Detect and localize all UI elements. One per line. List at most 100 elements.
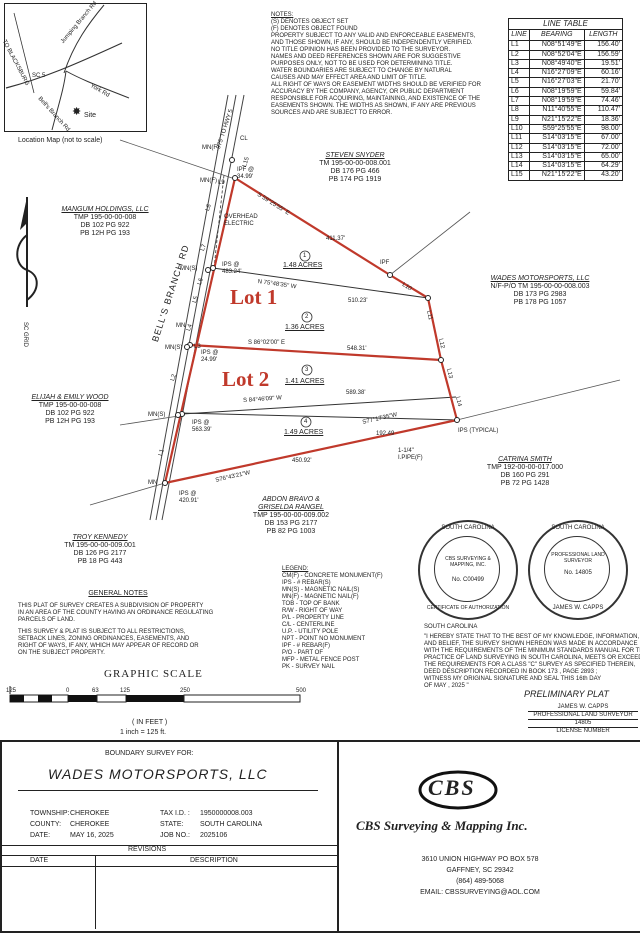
call-bottom-length: 450.92' — [292, 458, 312, 464]
adjoiner-line: PB 12H PG 193 — [80, 230, 130, 237]
graphic-scale-title: GRAPHIC SCALE — [104, 668, 203, 680]
certification: SOUTH CAROLINA "I HEREBY STATE THAT TO T… — [424, 624, 640, 690]
map-road-sc5: SC 5 — [32, 73, 46, 79]
scale-tick: 125 — [6, 688, 17, 694]
legend-item: P/L - PROPERTY LINE — [282, 615, 344, 621]
adjoiner-line: PB 174 PG 1919 — [328, 176, 382, 183]
centerline-label: CL — [240, 136, 248, 142]
scale-ratio: 1 inch = 125 ft. — [120, 729, 167, 736]
job-fields-left: TOWNSHIP:CHEROKEE COUNTY:CHEROKEE DATE:M… — [30, 810, 114, 840]
length-cell: 156.59' — [583, 49, 624, 60]
lot-line-2-3 — [189, 343, 442, 362]
revisions-row-line — [0, 866, 337, 867]
line-id-cell: L11 — [508, 133, 530, 144]
county-value: CHEROKEE — [70, 821, 110, 828]
plat-drawing — [89, 94, 621, 521]
adjoiner-line: TM 195-00-00-009.001 — [64, 542, 136, 549]
pin-label: MN — [148, 480, 158, 486]
job-no-label: JOB NO.: — [160, 832, 190, 839]
adjoiner-line: DB 102 PG 922 — [45, 410, 95, 417]
field-row: JOB NO.:2025106 — [160, 832, 262, 840]
line-id-cell: L12 — [508, 142, 530, 153]
scale-unit: ( IN FEET ) — [132, 719, 168, 726]
adjoiner-line: PB 18 PG 443 — [77, 558, 123, 565]
adjoiner-name: WADES MOTORSPORTS, LLC — [490, 275, 590, 282]
adjoiner-line: TMP 195-00-00-008 — [73, 214, 137, 221]
notes-lines: (S) DENOTES OBJECT SET (F) DENOTES OBJEC… — [271, 19, 491, 117]
location-map-drawing: ✸ — [5, 4, 130, 131]
legend-item: P/O - PART OF — [282, 650, 324, 656]
lot-number: 4 — [304, 419, 308, 425]
call-4-length: 192.49 — [376, 431, 395, 437]
date-value: MAY 16, 2025 — [70, 832, 114, 839]
field-row: DATE: MAY 16, 2025 — [30, 832, 114, 840]
legend-item: MN(F) - MAGNETIC NAIL(F) — [282, 594, 359, 600]
pin-label: MN(F) — [200, 178, 217, 184]
state-label: STATE: — [160, 821, 184, 828]
revisions-row-line — [0, 855, 337, 856]
scale-tick: 63 — [92, 688, 99, 694]
revision-date-column: DATE — [30, 857, 49, 864]
segment-label: L9 — [218, 180, 225, 186]
legend-item: PK - SURVEY NAIL — [282, 664, 335, 670]
legend: LEGEND: CM(F) - CONCRETE MONUMENT(F) IPS… — [282, 566, 422, 671]
title-block-divider — [337, 740, 339, 931]
pin-label: MN(S) — [165, 345, 183, 351]
cert-line: WITNESS MY ORIGINAL SIGNATURE AND SEAL T… — [424, 676, 602, 682]
pin-label: IPS @ 420.91' — [179, 491, 199, 504]
legend-item: R/W - RIGHT OF WAY — [282, 608, 343, 614]
adjoiner-line: DB 102 PG 922 — [80, 222, 130, 229]
pin-label: MN — [176, 323, 186, 329]
revisions-header — [0, 845, 337, 846]
adjoiner-kennedy: TROY KENNEDY TM 195-00-00-009.001 DB 126… — [45, 534, 155, 566]
adjoiner-line: DB 160 PG 291 — [500, 472, 550, 479]
adjoiner-name: CATRINA SMITH — [498, 456, 552, 463]
general-note-line: PARCELS OF LAND. — [18, 617, 75, 623]
lot-2-label: Lot 2 — [222, 367, 270, 391]
adjoiner-line: PB 72 PG 1428 — [500, 480, 550, 487]
pin-label: MN(F) — [202, 145, 219, 151]
adjoiner-line: DB 176 PG 466 — [330, 168, 380, 175]
line-id-cell: L10 — [508, 123, 530, 135]
client-name: WADES MOTORSPORTS, LLC — [48, 766, 268, 782]
note-line: (S) DENOTES OBJECT SET — [271, 19, 349, 25]
legend-item: MFP - METAL FENCE POST — [282, 657, 360, 663]
note-line: PURPOSES ONLY, NOT TO BE USED FOR DETERM… — [271, 61, 453, 67]
length-cell: 156.40' — [583, 40, 624, 51]
note-line: (F) DENOTES OBJECT FOUND — [271, 26, 358, 32]
lot-1-label: Lot 1 — [230, 285, 278, 309]
adjoiner-line: TM 195-00-00-008.001 — [319, 160, 391, 167]
location-map-caption: Location Map (not to scale) — [18, 137, 103, 144]
adjoiner-line: TMP 195-00-00-009.002 — [252, 512, 330, 519]
adjoiner-line: PB 12H PG 193 — [45, 418, 95, 425]
job-fields-right: TAX I.D. :1950000008.003 STATE:SOUTH CAR… — [160, 810, 262, 840]
note-line: PROPERTY SUBJECT TO ANY VALID AND ENFORC… — [271, 33, 476, 39]
legend-item: TOB - TOP OF BANK — [282, 601, 340, 607]
adjoiner-mangum: MANGUM HOLDINGS, LLC TMP 195-00-00-008 D… — [55, 206, 155, 238]
seal-surveyor: SOUTH CAROLINA PROFESSIONAL LAND SURVEYO… — [528, 520, 628, 620]
line-table-title: LINE TABLE — [508, 18, 623, 29]
line-id-cell: L14 — [508, 161, 530, 172]
cert-line: "I HEREBY STATE THAT TO THE BEST OF MY K… — [424, 634, 640, 640]
general-notes: GENERAL NOTES THIS PLAT OF SURVEY CREATE… — [18, 590, 218, 657]
lot-number: 3 — [305, 367, 309, 373]
revisions-label: REVISIONS — [128, 846, 167, 853]
township-value: CHEROKEE — [70, 810, 110, 817]
adjoiner-line: TMP 192-00-00-017.000 — [486, 464, 564, 471]
tax-id-value: 1950000008.003 — [200, 810, 253, 817]
scale-tick: 250 — [180, 688, 191, 694]
lot-acres: 1.36 ACRES — [285, 324, 325, 331]
lot-acres: 1.49 ACRES — [284, 429, 324, 436]
segment-label: L3 — [194, 344, 201, 350]
general-note-line: THIS SURVEY & PLAT IS SUBJECT TO ALL RES… — [18, 629, 186, 635]
boundary-survey-for: BOUNDARY SURVEY FOR: — [105, 750, 194, 757]
address-line: EMAIL: CBSSURVEYING@AOL.COM — [420, 889, 540, 896]
cert-line: PRACTICE OF LAND SURVEYING IN SOUTH CARO… — [424, 655, 640, 661]
date-label: DATE: — [30, 832, 51, 839]
